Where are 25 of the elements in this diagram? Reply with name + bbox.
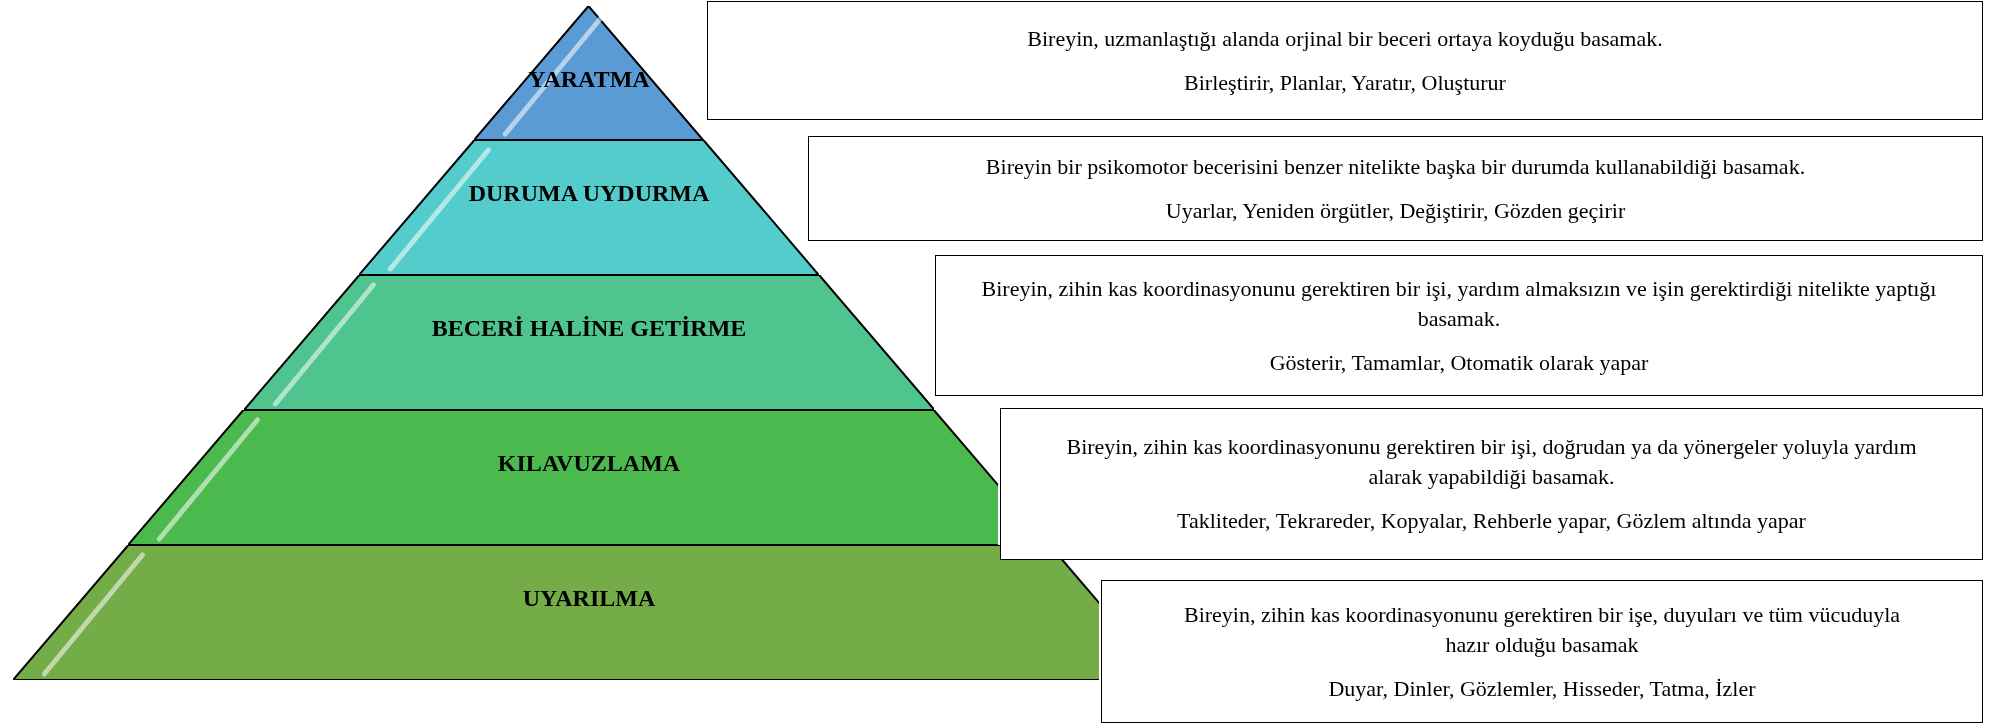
description-box (1000, 408, 1983, 560)
pyramid-level (474, 6, 704, 140)
pyramid-level (128, 410, 998, 545)
description-box (1101, 580, 1983, 723)
pyramid-level (243, 275, 935, 410)
description-box (808, 136, 1983, 241)
description-box (707, 1, 1983, 120)
description-text: Bireyin, uzmanlaştığı alanda orjinal bir beceri ortaya koyduğu basamak. (1027, 24, 1663, 53)
description-text: Bireyin bir psikomotor becerisini benzer nitelikte başka bir durumda kullanabildiği basamak. (985, 152, 1806, 181)
pyramid-level (13, 545, 1099, 680)
pyramid-level (359, 140, 819, 275)
verb-list: Duyar, Dinler, Gözlemler, Hisseder, Tatma, İzler (1328, 673, 1756, 704)
level-label: UYARILMA (521, 585, 657, 612)
description-text: Bireyin, zihin kas koordinasyonunu gerektiren bir işi, yardım almaksızın ve işin gerektirdiği nitelikte yaptığı basamak. (980, 274, 1938, 333)
verb-list: Gösterir, Tamamlar, Otomatik olarak yapar (1269, 347, 1649, 378)
verb-list: Takliteder, Tekrareder, Kopyalar, Rehberle yapar, Gözlem altında yapar (1177, 506, 1806, 536)
level-label: DURUMA UYDURMA (467, 180, 711, 207)
verb-list: Birleştirir, Planlar, Yaratır, Oluşturur (1184, 67, 1506, 98)
level-label: YARATMA (527, 65, 651, 93)
level-label: KILAVUZLAMA (496, 450, 682, 477)
description-text: Bireyin, zihin kas koordinasyonunu gerektiren bir işe, duyuları ve tüm vücuduyla hazır olduğu basamak (1182, 600, 1902, 659)
description-box (935, 255, 1983, 396)
level-label: BECERİ HALİNE GETİRME (430, 315, 748, 342)
verb-list: Uyarlar, Yeniden örgütler, Değiştirir, Gözden geçirir (1165, 195, 1626, 226)
description-text: Bireyin, zihin kas koordinasyonunu gerektiren bir işi, doğrudan ya da yönergeler yoluyla yardım alarak yapabildiği basamak. (1065, 433, 1918, 491)
